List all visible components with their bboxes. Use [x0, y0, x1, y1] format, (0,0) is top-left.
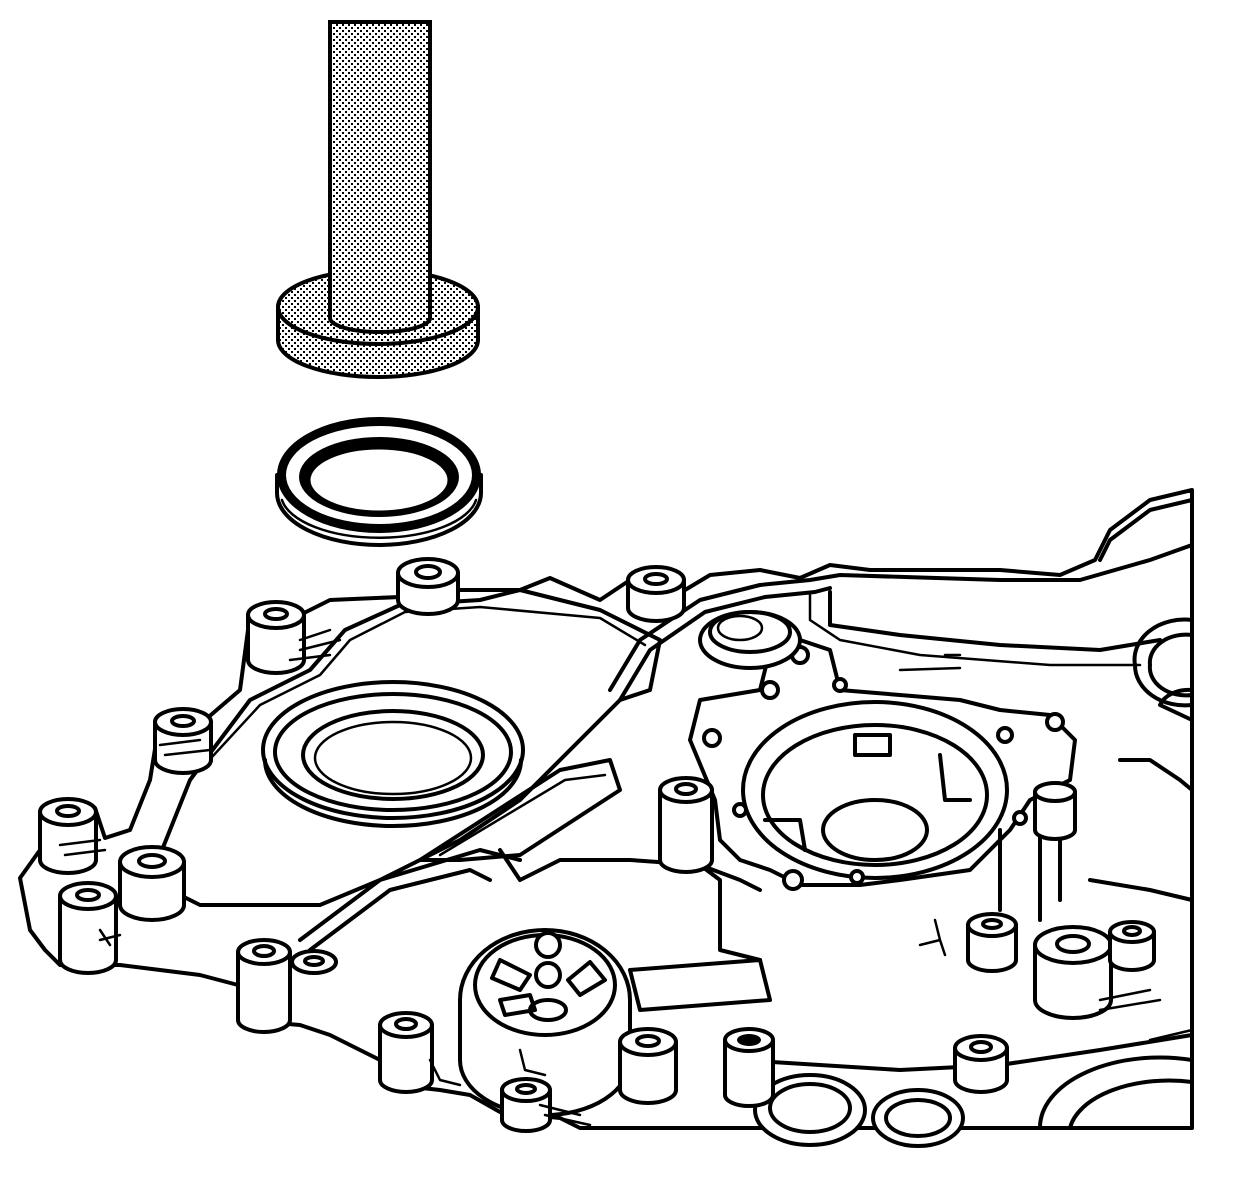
oil-pump-hole-1 [534, 931, 562, 959]
flange-hole-5 [996, 726, 1014, 744]
engine-front-cover [18, 488, 1194, 1148]
bolt-boss-7 [58, 881, 118, 975]
seal-bore [307, 446, 451, 514]
bolt-boss-10 [378, 1011, 434, 1094]
bolt-boss-2 [626, 565, 686, 623]
bolt-boss-13 [618, 1027, 678, 1105]
bolt-boss-4 [153, 707, 213, 775]
flange-hole-8 [1012, 810, 1028, 826]
oil-pump-port-2 [566, 960, 607, 997]
flange-hole-9 [782, 869, 804, 891]
oil-pump-port-1 [490, 958, 532, 992]
bolt-boss-16 [1033, 925, 1113, 1020]
bolt-boss-18 [953, 1034, 1009, 1094]
cover-detail-marks [58, 628, 1194, 1127]
bolt-boss-12 [658, 776, 714, 874]
flange-hole-10 [849, 869, 865, 885]
tool-shaft [328, 20, 432, 334]
flange-hole-3 [832, 677, 848, 693]
bolt-boss-15 [966, 912, 1018, 973]
bolt-boss-8 [236, 938, 292, 1034]
cover-center-rib [418, 758, 622, 862]
water-pump-bore-inner [821, 798, 929, 862]
bolt-boss-5 [38, 797, 98, 875]
bolt-boss-6 [118, 845, 186, 922]
bolt-bosses [38, 557, 1156, 1133]
seal-installer-tool [276, 20, 480, 379]
front-oil-seal [275, 417, 483, 547]
oil-pump-hole-2 [534, 961, 562, 989]
seal-lower-edge [280, 498, 478, 539]
oil-pump-port-3 [498, 993, 537, 1017]
bolt-boss-17 [1108, 920, 1156, 972]
cover-left-plate [148, 588, 662, 907]
bolt-boss-11 [500, 1077, 552, 1133]
flange-hole-2 [760, 680, 780, 700]
flange-hole-4 [702, 728, 722, 748]
bolt-boss-3 [246, 600, 306, 675]
bolt-boss-19 [1033, 781, 1077, 841]
cover-seal-bore-inner [301, 709, 485, 801]
flange-hole-7 [732, 802, 748, 818]
flange-hole-6 [1045, 712, 1065, 732]
bolt-boss-9 [290, 949, 338, 975]
bolt-boss-14 [723, 1027, 775, 1108]
water-pump-bore-outer [741, 700, 1009, 880]
bolt-boss-1 [396, 557, 460, 616]
